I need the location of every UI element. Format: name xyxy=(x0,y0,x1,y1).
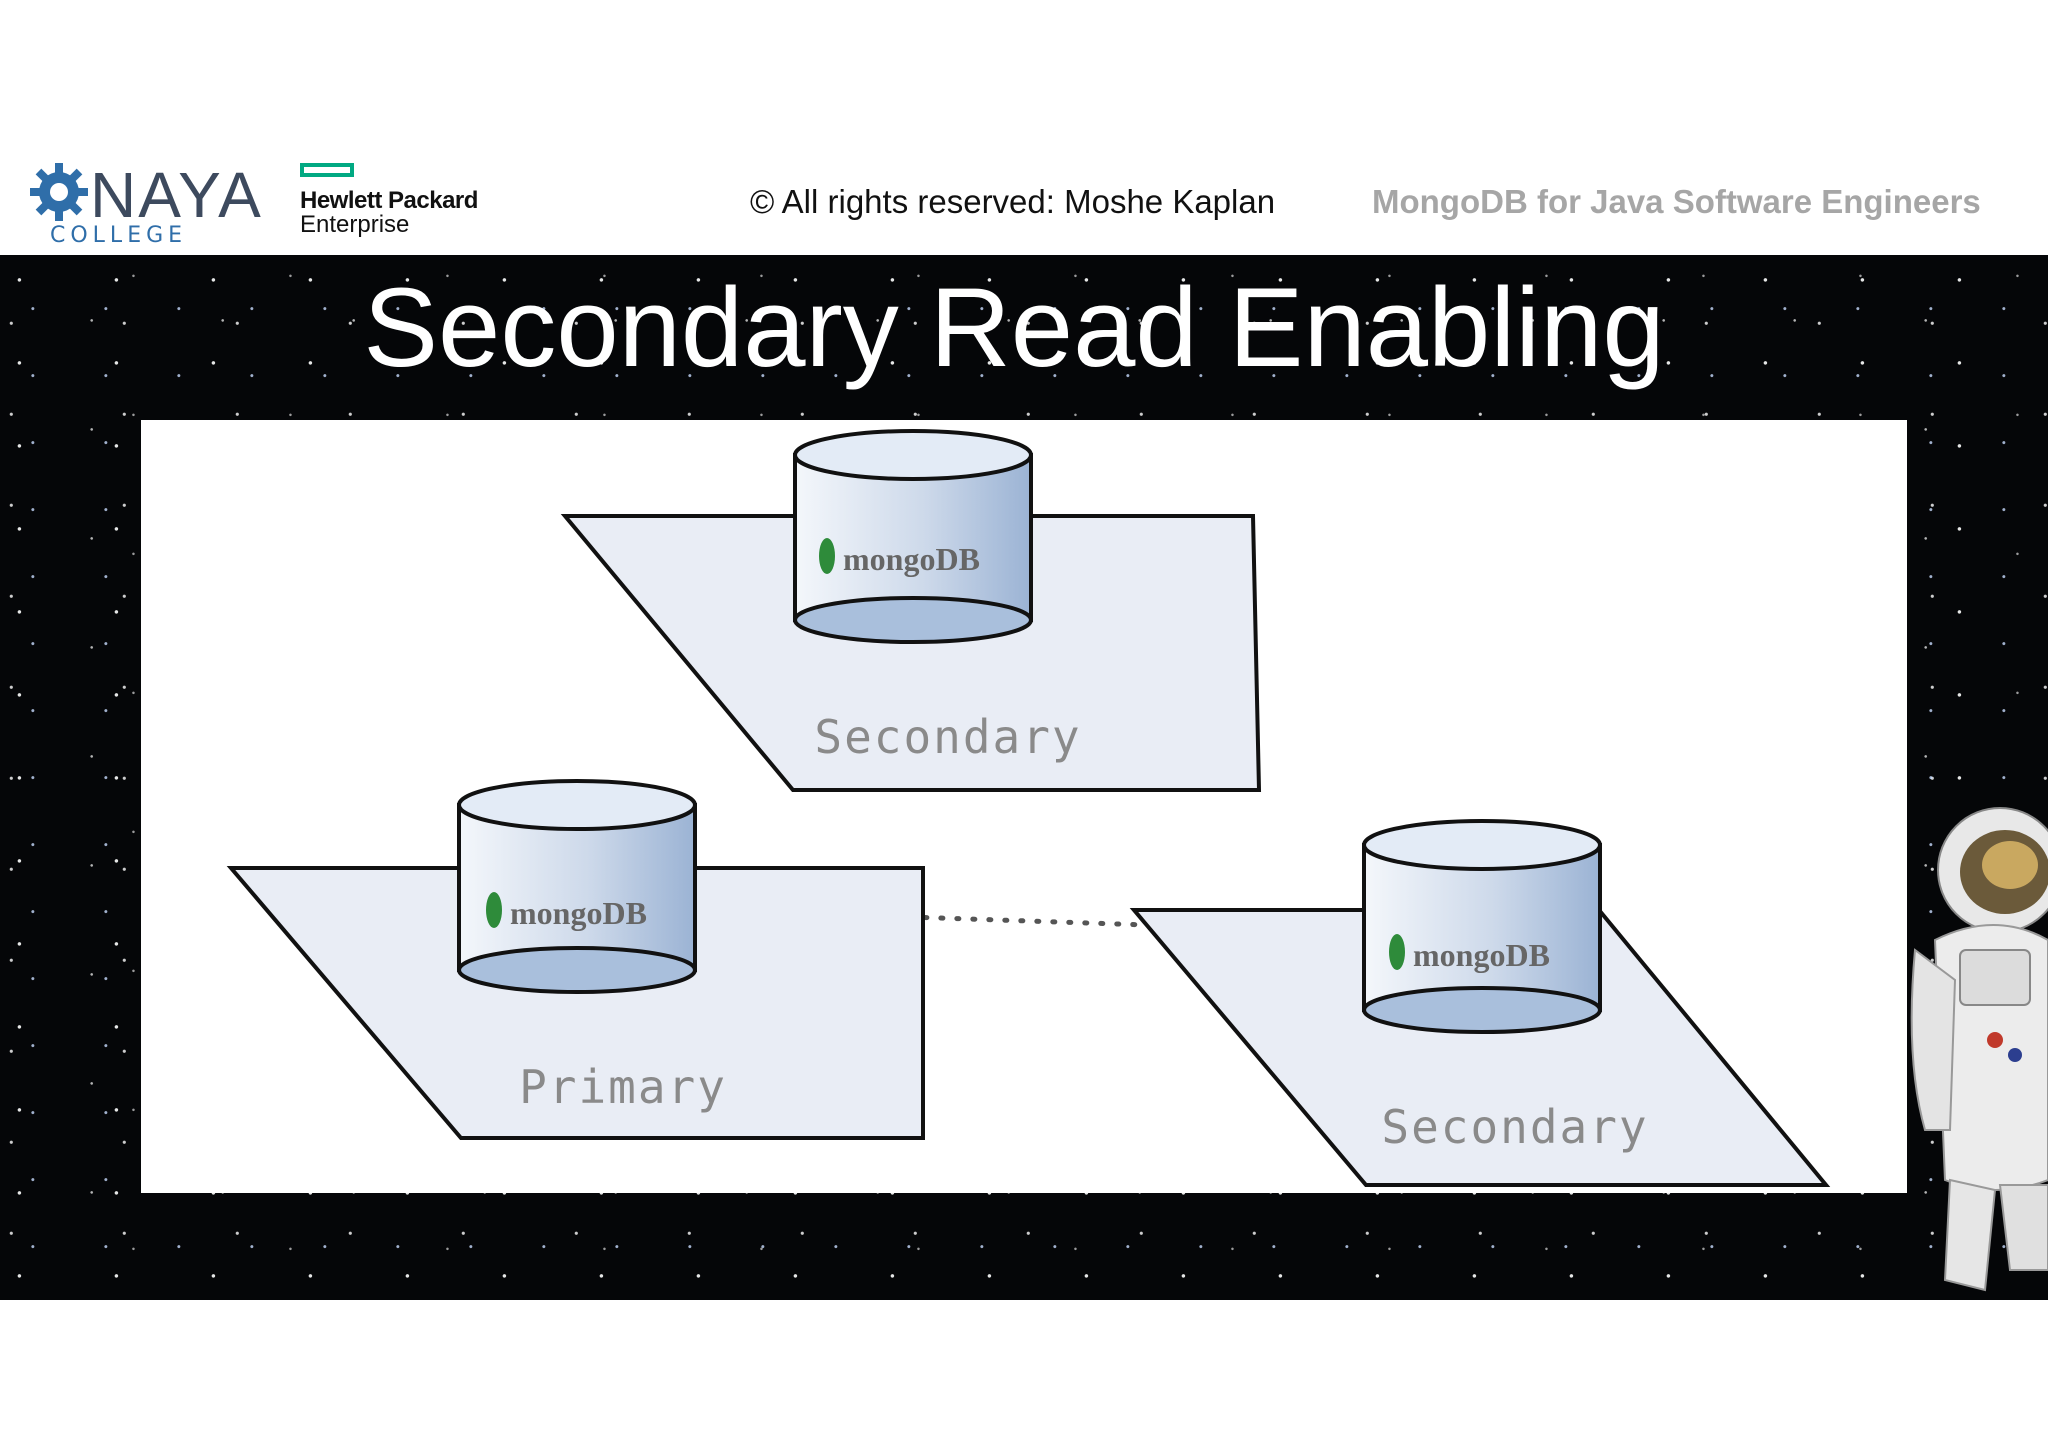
node-label-secondary-right: Secondary xyxy=(1381,1100,1648,1154)
cylinder-bottom-secondary-right xyxy=(1362,986,1602,1034)
node-secondary-top: mongoDB Secondary xyxy=(560,429,1262,792)
hpe-logo-line2: Enterprise xyxy=(300,211,410,238)
mongodb-logo-text: mongoDB xyxy=(1413,937,1550,973)
diagram-canvas: mongoDB Secondary mongoDB Primary mongoD… xyxy=(226,429,1831,1187)
mongodb-leaf-icon xyxy=(1389,934,1405,970)
cylinder-body-secondary-top xyxy=(793,453,1033,622)
cylinder-bottom-secondary-top xyxy=(793,596,1033,644)
node-secondary-right: mongoDB Secondary xyxy=(1129,819,1831,1187)
mongodb-logo-text: mongoDB xyxy=(510,895,647,931)
hpe-logo-line1: Hewlett Packard xyxy=(300,187,478,214)
mongodb-logo-text: mongoDB xyxy=(843,541,980,577)
mongodb-leaf-icon xyxy=(819,538,835,574)
copyright-text: © All rights reserved: Moshe Kaplan xyxy=(750,183,1276,220)
astronaut-image xyxy=(1910,807,2048,1292)
cylinder-top-primary xyxy=(457,779,697,831)
hpe-rectangle-icon xyxy=(300,163,354,177)
naya-logo-word: NAYA xyxy=(90,159,263,231)
cylinder-bottom-primary xyxy=(457,946,697,994)
naya-college-logo: NAYA COLLEGE xyxy=(28,155,268,250)
node-primary: mongoDB Primary xyxy=(226,779,925,1140)
cylinder-top-secondary-top xyxy=(793,429,1033,481)
replica-set-diagram: mongoDB Secondary mongoDB Primary mongoD… xyxy=(141,420,1907,1193)
slide-header: NAYA COLLEGE Hewlett Packard Enterprise … xyxy=(0,0,2048,255)
naya-logo-subtitle: COLLEGE xyxy=(50,223,188,248)
slide-footer-area xyxy=(0,1300,2048,1448)
cylinder-body-primary xyxy=(457,803,697,972)
course-title: MongoDB for Java Software Engineers xyxy=(1372,183,1981,220)
cylinder-top-secondary-right xyxy=(1362,819,1602,871)
hpe-logo: Hewlett Packard Enterprise xyxy=(300,163,520,243)
node-label-secondary-top: Secondary xyxy=(814,710,1081,764)
node-label-primary: Primary xyxy=(519,1060,727,1114)
mongodb-leaf-icon xyxy=(486,892,502,928)
slide-title: Secondary Read Enabling xyxy=(363,265,1665,390)
gear-icon xyxy=(30,163,88,221)
